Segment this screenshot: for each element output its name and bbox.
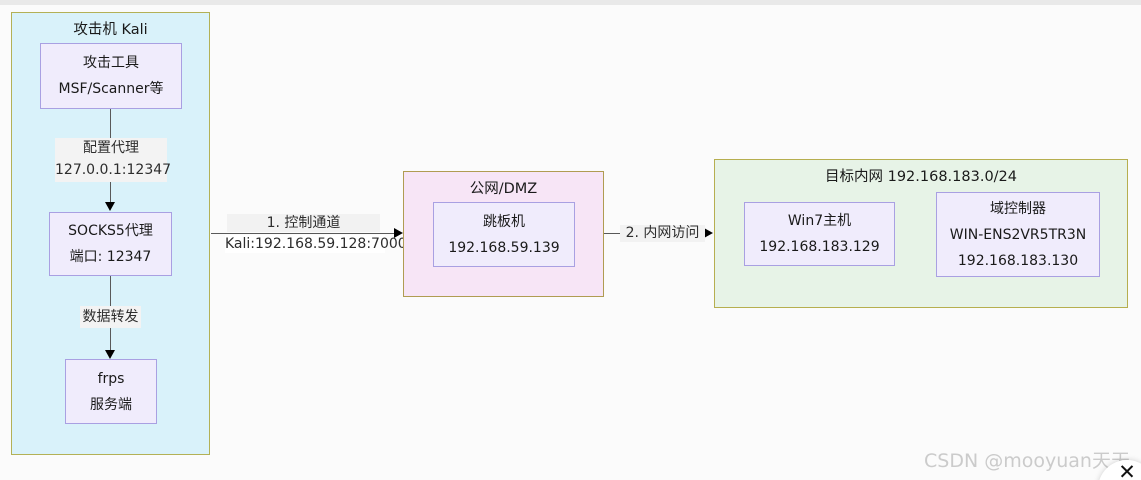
right-arrowhead-icon xyxy=(394,228,403,238)
edge-label-control-channel-address: Kali:192.168.59.128:7000 xyxy=(225,235,407,253)
node-domain-controller: 域控制器 WIN-ENS2VR5TR3N 192.168.183.130 xyxy=(936,192,1100,277)
configure-proxy-address: 127.0.0.1:12347 xyxy=(55,161,172,178)
frps-role: 服务端 xyxy=(90,396,132,413)
node-win7-host: Win7主机 192.168.183.129 xyxy=(744,202,895,266)
edge-label-control-channel: 1. 控制通道 xyxy=(227,214,380,232)
dmz-group-title: 公网/DMZ xyxy=(469,181,538,197)
jump-host-name: 跳板机 xyxy=(483,213,525,230)
configure-proxy-text: 配置代理 xyxy=(83,140,139,156)
node-frps-server: frps 服务端 xyxy=(65,359,157,424)
dc-name: 域控制器 xyxy=(990,200,1046,217)
jump-host-ip: 192.168.59.139 xyxy=(448,239,560,256)
edge-kali-to-dmz xyxy=(211,233,395,234)
close-button[interactable]: ✕ xyxy=(1098,460,1141,480)
socks5-name: SOCKS5代理 xyxy=(68,223,153,239)
down-arrowhead-icon xyxy=(105,202,115,211)
node-socks5-proxy: SOCKS5代理 端口: 12347 xyxy=(49,212,172,276)
attack-tools-name: 攻击工具 xyxy=(83,55,139,71)
socks5-port: 端口: 12347 xyxy=(69,249,152,265)
edge-label-intranet-access: 2. 内网访问 xyxy=(620,225,705,242)
node-attack-tools: 攻击工具 MSF/Scanner等 xyxy=(40,43,182,109)
dc-hostname: WIN-ENS2VR5TR3N xyxy=(949,226,1087,243)
frps-name: frps xyxy=(97,370,125,387)
page-top-divider xyxy=(0,0,1141,5)
close-icon: ✕ xyxy=(1118,460,1136,480)
dc-ip: 192.168.183.130 xyxy=(957,252,1079,269)
win7-name: Win7主机 xyxy=(787,213,852,229)
csdn-watermark: CSDN @mooyuan天天 xyxy=(924,450,1130,472)
right-arrowhead-icon xyxy=(704,228,713,238)
kali-group-title: 攻击机 Kali xyxy=(73,22,148,38)
edge-label-data-forward: 数据转发 xyxy=(80,306,141,328)
down-arrowhead-icon xyxy=(105,350,115,359)
node-jump-host: 跳板机 192.168.59.139 xyxy=(433,202,575,267)
attack-tools-detail: MSF/Scanner等 xyxy=(58,81,164,97)
edge-label-configure-proxy: 配置代理 127.0.0.1:12347 xyxy=(55,138,172,182)
win7-ip: 192.168.183.129 xyxy=(759,239,880,255)
target-intranet-group-title: 目标内网 192.168.183.0/24 xyxy=(824,169,1018,185)
